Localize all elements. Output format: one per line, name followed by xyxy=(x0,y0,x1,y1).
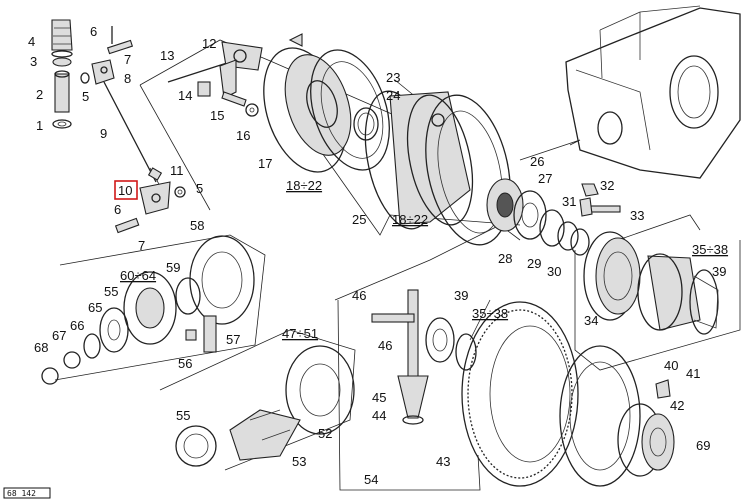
callout-25: 25 xyxy=(352,212,366,227)
callout-6a: 6 xyxy=(90,24,97,39)
callout-32: 32 xyxy=(600,178,614,193)
callout-43: 43 xyxy=(436,454,450,469)
callout-17: 17 xyxy=(258,156,272,171)
callout-40: 40 xyxy=(664,358,678,373)
callout-66: 66 xyxy=(70,318,84,333)
callout-23: 23 xyxy=(386,70,400,85)
callout-14: 14 xyxy=(178,88,192,103)
callout-35-38b: 35÷38 xyxy=(472,306,508,321)
callout-27: 27 xyxy=(538,171,552,186)
bevel-housing xyxy=(364,90,511,246)
callout-55b: 55 xyxy=(176,408,190,423)
callout-24: 24 xyxy=(386,88,400,103)
callout-2: 2 xyxy=(36,87,43,102)
callout-39a: 39 xyxy=(712,264,726,279)
callout-4: 4 xyxy=(28,34,35,49)
callout-56: 56 xyxy=(178,356,192,371)
callout-7a: 7 xyxy=(124,52,131,67)
highlight-box-10 xyxy=(114,180,138,200)
transmission-case xyxy=(565,5,741,179)
callout-29: 29 xyxy=(527,256,541,271)
callout-10: 10 xyxy=(118,183,132,198)
callout-34: 34 xyxy=(584,313,598,328)
callout-33: 33 xyxy=(630,208,644,223)
callout-46a: 46 xyxy=(352,288,366,303)
callout-65: 65 xyxy=(88,300,102,315)
callout-30: 30 xyxy=(547,264,561,279)
callout-44: 44 xyxy=(372,408,386,423)
callout-13: 13 xyxy=(160,48,174,63)
callout-31: 31 xyxy=(562,194,576,209)
callout-47-51: 47÷51 xyxy=(282,326,318,341)
shaft-cluster xyxy=(167,33,303,117)
pinion-shaft xyxy=(371,289,477,425)
callout-60-64: 60÷64 xyxy=(120,268,156,283)
callout-54: 54 xyxy=(364,472,378,487)
callout-5a: 5 xyxy=(82,89,89,104)
callout-26: 26 xyxy=(530,154,544,169)
callout-15: 15 xyxy=(210,108,224,123)
callout-labels: 4 3 2 1 6 5 7 8 9 11 10 5 6 7 12 13 14 1… xyxy=(28,24,728,487)
callout-28: 28 xyxy=(498,251,512,266)
callout-18-22a: 18÷22 xyxy=(286,178,322,193)
callout-52: 52 xyxy=(318,426,332,441)
right-differential xyxy=(583,231,719,335)
callout-6b: 6 xyxy=(114,202,121,217)
footer-code: 68 142 xyxy=(7,489,36,498)
callout-55a: 55 xyxy=(104,284,118,299)
footer-code-box xyxy=(3,487,51,499)
callout-57: 57 xyxy=(226,332,240,347)
cover-plate xyxy=(263,47,390,173)
callout-12: 12 xyxy=(202,36,216,51)
callout-59: 59 xyxy=(166,260,180,275)
callout-68: 68 xyxy=(34,340,48,355)
callout-69: 69 xyxy=(696,438,710,453)
callout-67: 67 xyxy=(52,328,66,343)
callout-8: 8 xyxy=(124,71,131,86)
lower-left-group xyxy=(41,235,255,385)
ring-gear xyxy=(461,301,675,487)
callout-7b: 7 xyxy=(138,238,145,253)
callout-58: 58 xyxy=(190,218,204,233)
callout-18-22b: 18÷22 xyxy=(392,212,428,227)
linkage-assembly xyxy=(51,19,186,234)
callout-35-38a: 35÷38 xyxy=(692,242,728,257)
callout-1: 1 xyxy=(36,118,43,133)
callout-53: 53 xyxy=(292,454,306,469)
flange-pinion xyxy=(175,345,355,467)
callout-16: 16 xyxy=(236,128,250,143)
callout-3: 3 xyxy=(30,54,37,69)
gear-pack xyxy=(486,178,590,256)
callout-46b: 46 xyxy=(378,338,392,353)
callout-11: 11 xyxy=(170,163,184,178)
callout-41: 41 xyxy=(686,366,700,381)
callout-9: 9 xyxy=(100,126,107,141)
bolt-31-32 xyxy=(579,183,621,217)
callout-42: 42 xyxy=(670,398,684,413)
callout-5b: 5 xyxy=(196,181,203,196)
knob-part xyxy=(51,19,73,51)
callout-39b: 39 xyxy=(454,288,468,303)
callout-45: 45 xyxy=(372,390,386,405)
